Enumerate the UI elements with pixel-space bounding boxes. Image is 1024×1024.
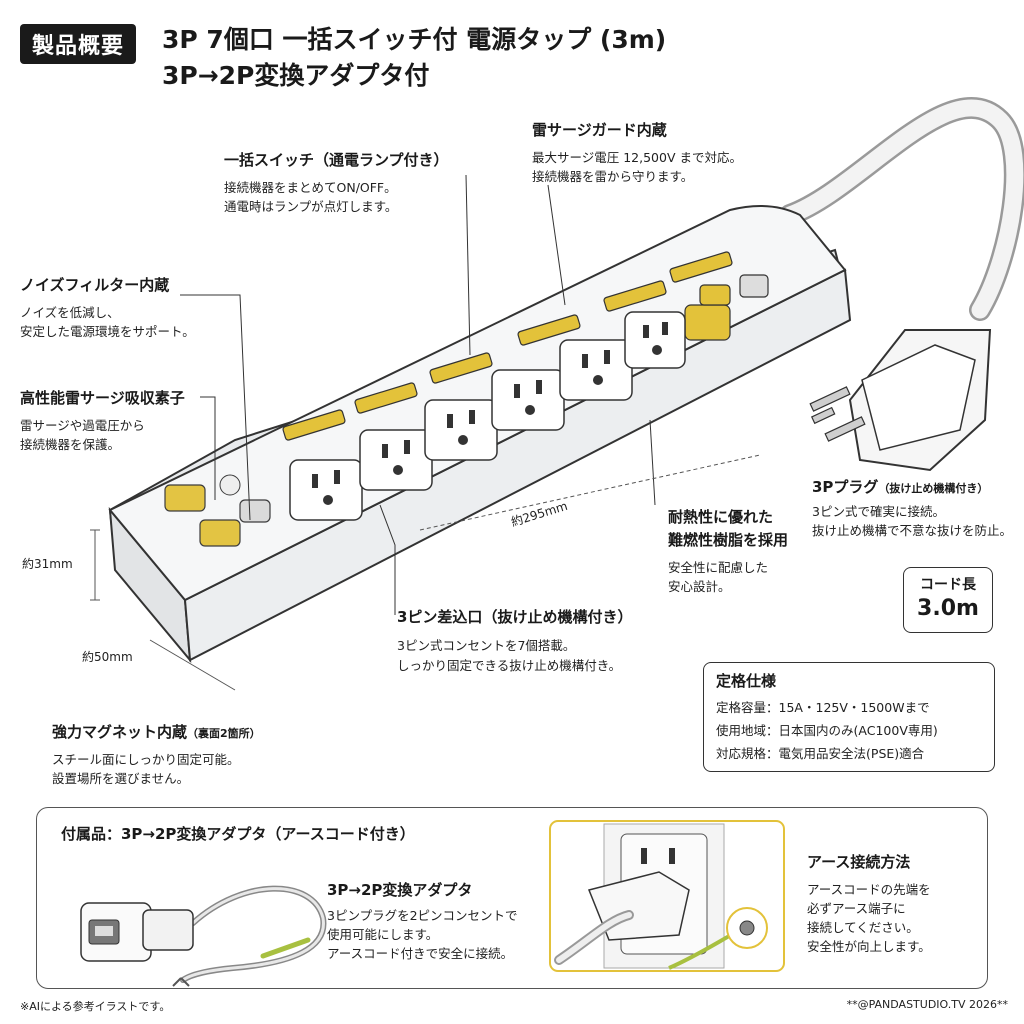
switch-row (282, 251, 733, 441)
surge-absorber-line1: 雷サージや過電圧から (20, 418, 145, 433)
plug-line1: 3ピン式で確実に接続。 (812, 504, 945, 519)
earth-title: アース接続方法 (807, 853, 911, 871)
noise-filter-line2: 安定した電源環境をサポート。 (20, 324, 195, 339)
earth-line2: 必ずアース端子に (807, 901, 906, 916)
specs-title: 定格仕様 (716, 672, 777, 690)
surge-guard-title: 雷サージガード内蔵 (532, 121, 667, 139)
outlets-line2: しっかり固定できる抜け止め機構付き。 (397, 658, 622, 673)
earth-terminal-icon (172, 977, 190, 987)
surge-guard-line2: 接続機器を雷から守ります。 (532, 169, 694, 184)
outlets-title: 3ピン差込口（抜け止め機構付き） (397, 608, 633, 626)
spec-row-1: 定格容量：15A・125V・1500Wまで (716, 700, 930, 715)
plug-title-sub: （抜け止め機構付き） (878, 482, 989, 495)
dimension-height: 約31mm (22, 557, 73, 571)
switch-line2: 通電時はランプが点灯します。 (224, 199, 398, 214)
surge-guard-line1: 最大サージ電圧 12,500V まで対応。 (532, 150, 742, 165)
adapter-line1: 3ピンプラグを2ピンコンセントで (327, 908, 518, 923)
plug-title: 3Pプラグ（抜け止め機構付き） (812, 478, 989, 496)
spec-row-2: 使用地域：日本国内のみ(AC100V専用) (716, 723, 938, 738)
outlet-row (289, 311, 686, 521)
magnet-title-sub: （裏面2箇所） (187, 727, 261, 740)
noise-filter-line1: ノイズを低減し、 (20, 305, 120, 320)
earth-line4: 安全性が向上します。 (807, 939, 931, 954)
switch-title: 一括スイッチ（通電ランプ付き） (224, 151, 449, 169)
adapter-line3: アースコード付きで安全に接続。 (327, 946, 514, 961)
resin-title-2: 難燃性樹脂を採用 (668, 531, 789, 549)
outlet-slots (312, 322, 668, 505)
noise-filter-title: ノイズフィルター内蔵 (20, 276, 170, 294)
noise-filter-components (684, 274, 769, 341)
ai-illustration-note: ※AIによる参考イラストです。 (20, 1000, 171, 1013)
credit: **@PANDASTUDIO.TV 2026** (846, 998, 1008, 1011)
adapter-line2: 使用可能にします。 (327, 927, 439, 942)
resin-line2: 安心設計。 (668, 579, 731, 594)
adapter-illustration (80, 885, 327, 987)
dimension-width: 約50mm (82, 650, 133, 664)
cord-length-box: コード長 3.0m (903, 567, 993, 633)
surge-absorber-title: 高性能雷サージ吸収素子 (20, 389, 185, 407)
overview-badge: 製品概要 (20, 24, 137, 64)
magnet-title: 強力マグネット内蔵（裏面2箇所） (52, 723, 261, 741)
earth-line1: アースコードの先端を (807, 882, 931, 897)
magnet-line2: 設置場所を選びません。 (52, 771, 190, 786)
cord-length-label: コード長 (920, 577, 976, 593)
spec-row-1-value: 15A・125V・1500Wまで (778, 700, 930, 715)
specs-box: 定格仕様 定格容量：15A・125V・1500Wまで 使用地域：日本国内のみ(A… (703, 662, 995, 772)
cord-length-value: 3.0m (917, 596, 979, 621)
accessory-title: 付属品：3P→2P変換アダプタ（アースコード付き） (61, 825, 415, 843)
magnet-line1: スチール面にしっかり固定可能。 (52, 752, 240, 767)
product-subtitle: 3P→2P変換アダプタ付 (162, 61, 430, 90)
adapter-title: 3P→2P変換アダプタ (327, 881, 473, 899)
spec-row-3-value: 電気用品安全法(PSE)適合 (778, 746, 925, 761)
spec-row-3: 対応規格：電気用品安全法(PSE)適合 (716, 746, 925, 761)
outlets-line1: 3ピン式コンセントを7個搭載。 (397, 638, 576, 653)
resin-title-1: 耐熱性に優れた (668, 508, 774, 526)
earth-line3: 接続してください。 (807, 920, 919, 935)
accessory-panel: 付属品：3P→2P変換アダプタ（アースコード付き） 3P→2P変換アダプタ 3ピ… (36, 807, 988, 989)
spec-row-3-key: 対応規格 (716, 746, 767, 761)
earth-connection-illustration (549, 820, 785, 972)
plug-line2: 抜け止め機構で不意な抜けを防止。 (812, 523, 1013, 538)
surge-absorber-components (164, 474, 271, 547)
product-title: 3P 7個口 一括スイッチ付 電源タップ (3m) (162, 25, 667, 54)
3p-plug-icon (809, 329, 992, 472)
surge-absorber-line2: 接続機器を保護。 (20, 437, 121, 452)
spec-row-1-key: 定格容量 (716, 700, 767, 715)
spec-row-2-key: 使用地域 (716, 723, 767, 738)
resin-line1: 安全性に配慮した (668, 560, 769, 575)
switch-line1: 接続機器をまとめてON/OFF。 (224, 180, 397, 195)
spec-row-2-value: 日本国内のみ(AC100V専用) (778, 723, 938, 738)
